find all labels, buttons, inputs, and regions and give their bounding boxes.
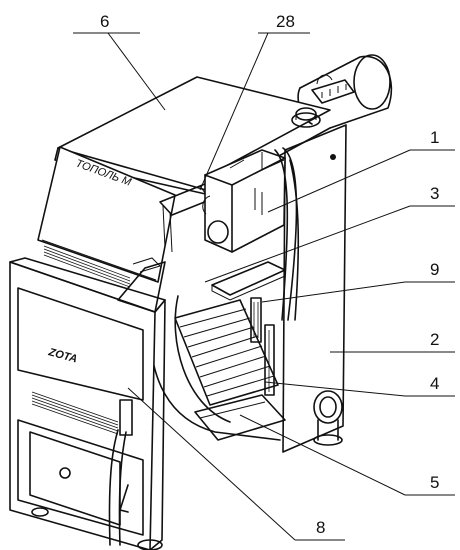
grate	[174, 299, 279, 406]
callout-8: 8	[127, 387, 345, 541]
door-vents	[31, 391, 119, 435]
front-lid: ТОПОЛЬ М	[37, 146, 176, 288]
callout-3: 3	[204, 184, 455, 283]
fuel-chute	[117, 257, 166, 313]
callout-label-8: 8	[316, 518, 325, 537]
ash-pan	[194, 394, 286, 441]
callout-1: 1	[267, 128, 455, 213]
callout-4: 4	[264, 374, 455, 397]
callout-label-2: 2	[430, 330, 439, 349]
foot-left	[31, 507, 49, 517]
cable-loop	[289, 159, 300, 321]
callout-label-1: 1	[430, 128, 439, 147]
callout-9: 9	[261, 260, 455, 303]
callout-28: 28	[199, 12, 310, 191]
callout-6: 6	[73, 12, 166, 111]
vertical-rod	[250, 297, 275, 396]
side-panel	[282, 124, 347, 453]
callout-label-28: 28	[276, 12, 295, 31]
callout-5: 5	[239, 414, 455, 496]
callout-label-6: 6	[100, 12, 109, 31]
callout-label-4: 4	[430, 374, 439, 393]
callout-2: 2	[330, 330, 455, 353]
front-body: ZOTA	[9, 257, 166, 550]
lid-vents	[43, 245, 131, 288]
door-knob	[59, 467, 71, 479]
foot-right	[137, 539, 163, 550]
callout-label-5: 5	[430, 473, 439, 492]
callout-label-3: 3	[430, 184, 439, 203]
baffle-plate	[211, 261, 286, 301]
heat-exchanger	[202, 149, 286, 253]
outlet-fitting	[313, 390, 343, 446]
thermometer	[291, 107, 336, 160]
door-handle	[108, 429, 119, 546]
callout-label-9: 9	[430, 260, 439, 279]
indicator-dot	[330, 154, 336, 160]
